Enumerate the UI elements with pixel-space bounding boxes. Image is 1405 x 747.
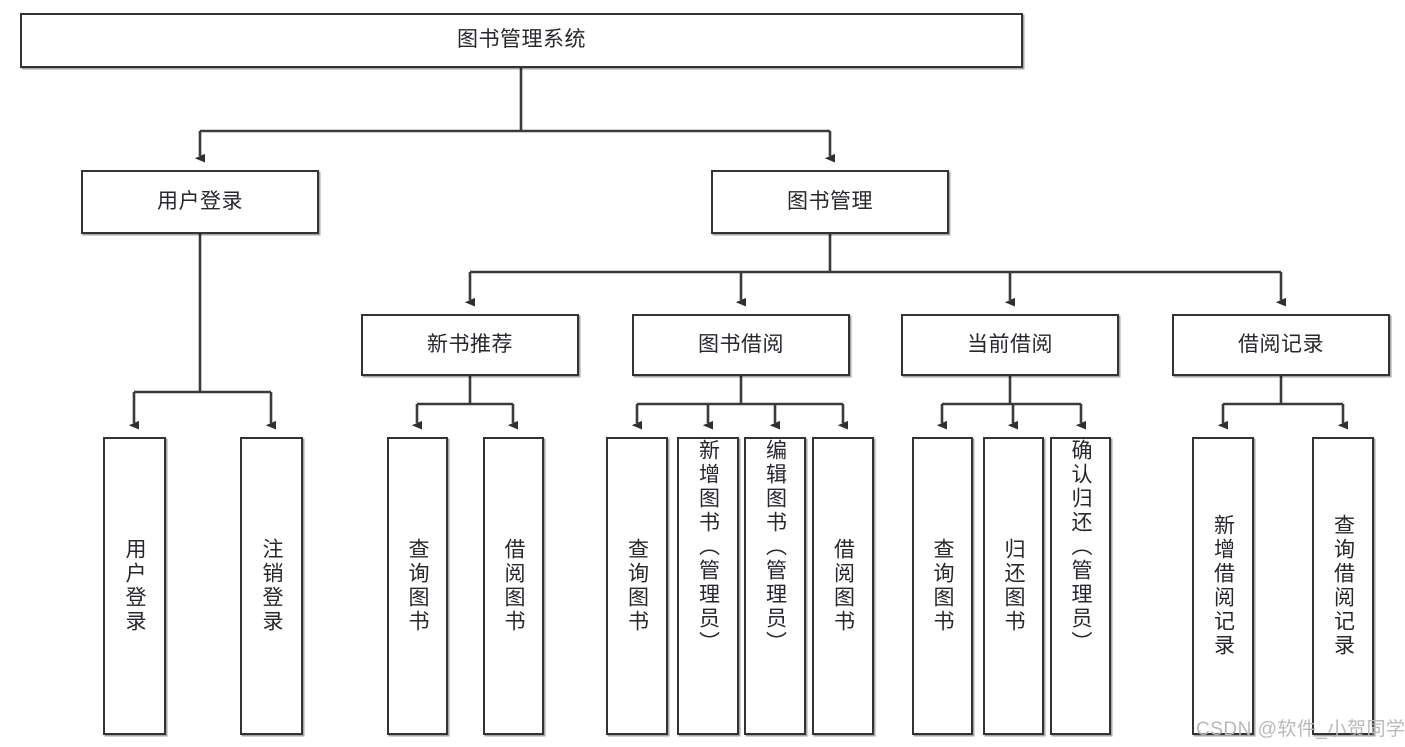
- node-current-borrow-label: 当前借阅: [967, 332, 1053, 356]
- node-leaf-query-book-3[interactable]: 查询图书: [912, 437, 973, 735]
- node-user-login-label: 用户登录: [157, 189, 243, 213]
- node-leaf-edit-book-label: 编辑图书（管理员）: [763, 439, 787, 655]
- node-leaf-query-book-1-label: 查询图书: [406, 538, 429, 634]
- node-leaf-query-book-2-label: 查询图书: [625, 538, 649, 634]
- node-leaf-edit-book[interactable]: 编辑图书（管理员）: [744, 437, 806, 735]
- node-leaf-return-book-label: 归还图书: [1002, 538, 1025, 634]
- node-current-borrow[interactable]: 当前借阅: [901, 314, 1119, 376]
- node-leaf-logout-login-label: 注销登录: [260, 538, 283, 634]
- node-leaf-user-login[interactable]: 用户登录: [103, 437, 166, 735]
- node-leaf-borrow-book-1[interactable]: 借阅图书: [483, 437, 544, 735]
- node-leaf-add-book-label: 新增图书（管理员）: [696, 439, 720, 655]
- node-book-borrow[interactable]: 图书借阅: [632, 314, 850, 376]
- node-leaf-return-book[interactable]: 归还图书: [983, 437, 1044, 735]
- node-leaf-add-book[interactable]: 新增图书（管理员）: [677, 437, 739, 735]
- connector-userlogin-to-leaves: [128, 234, 277, 430]
- node-leaf-borrow-book-2-label: 借阅图书: [831, 538, 855, 634]
- node-leaf-borrow-book-1-label: 借阅图书: [502, 538, 525, 634]
- node-leaf-add-record[interactable]: 新增借阅记录: [1192, 437, 1254, 735]
- node-book-borrow-label: 图书借阅: [698, 332, 784, 356]
- connector-borrowrecord-to-leaves: [1217, 376, 1349, 430]
- node-leaf-logout-login[interactable]: 注销登录: [240, 437, 303, 735]
- connector-bookmanage-to-level3: [464, 234, 1287, 307]
- node-book-manage-label: 图书管理: [787, 189, 873, 213]
- node-leaf-user-login-label: 用户登录: [123, 538, 146, 634]
- node-new-book-recommend[interactable]: 新书推荐: [361, 314, 579, 376]
- node-leaf-query-book-3-label: 查询图书: [931, 538, 954, 634]
- connector-currentborrow-to-leaves: [936, 376, 1087, 430]
- connector-root-to-level2: [194, 68, 836, 163]
- node-user-login[interactable]: 用户登录: [81, 170, 319, 234]
- node-new-book-recommend-label: 新书推荐: [427, 332, 513, 356]
- node-leaf-borrow-book-2[interactable]: 借阅图书: [812, 437, 874, 735]
- connector-newbook-to-leaves: [411, 376, 519, 430]
- node-borrow-record-label: 借阅记录: [1238, 332, 1324, 356]
- node-leaf-query-record-label: 查询借阅记录: [1331, 514, 1355, 658]
- node-book-manage[interactable]: 图书管理: [711, 170, 949, 234]
- connector-bookborrow-to-leaves: [631, 376, 849, 430]
- node-leaf-confirm-return[interactable]: 确认归还（管理员）: [1050, 437, 1111, 735]
- node-leaf-query-book-1[interactable]: 查询图书: [387, 437, 448, 735]
- node-root-label: 图书管理系统: [457, 28, 586, 52]
- node-leaf-query-book-2[interactable]: 查询图书: [606, 437, 668, 735]
- node-leaf-confirm-return-label: 确认归还（管理员）: [1069, 439, 1092, 655]
- node-borrow-record[interactable]: 借阅记录: [1172, 314, 1390, 376]
- node-leaf-add-record-label: 新增借阅记录: [1211, 514, 1235, 658]
- node-root-book-management-system[interactable]: 图书管理系统: [20, 13, 1023, 68]
- node-leaf-query-record[interactable]: 查询借阅记录: [1312, 437, 1374, 735]
